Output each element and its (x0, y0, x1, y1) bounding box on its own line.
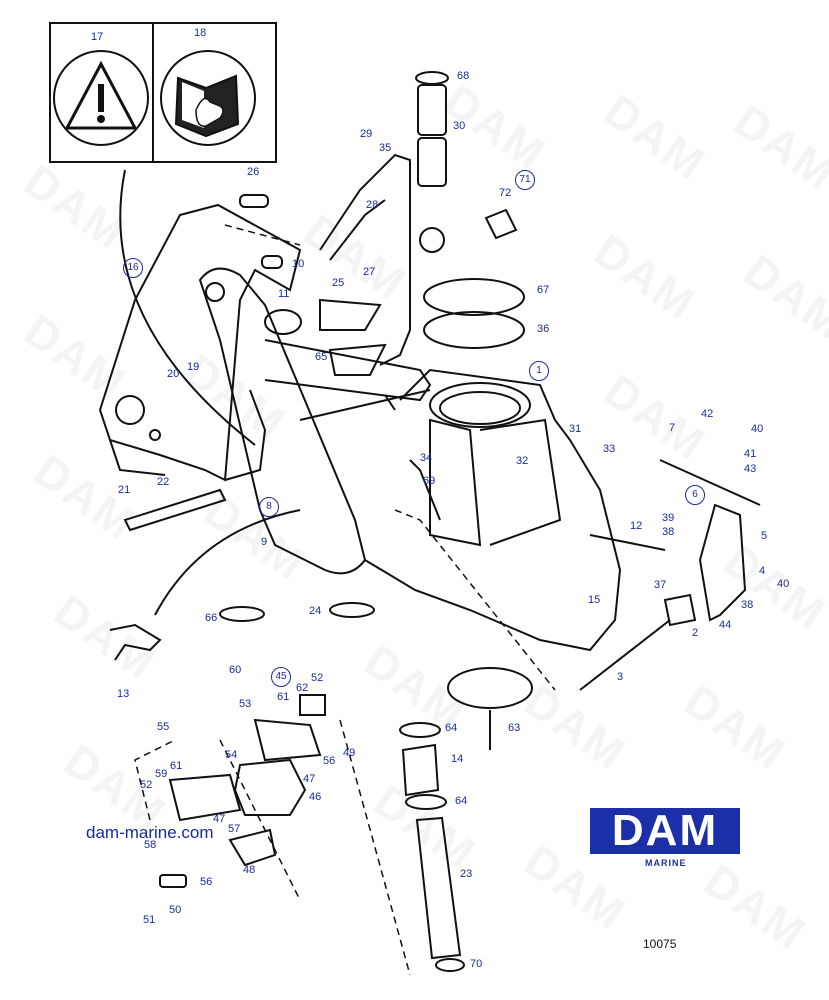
callout: 27 (363, 266, 376, 278)
callout: 37 (654, 579, 667, 591)
callout: 60 (229, 664, 242, 676)
callout: 10 (292, 258, 305, 270)
callout: 52 (140, 779, 153, 791)
callout: 55 (157, 721, 170, 733)
callout: 62 (296, 682, 309, 694)
callout: 23 (460, 868, 473, 880)
callout: 67 (537, 284, 550, 296)
callout: 43 (744, 463, 757, 475)
callout: 56 (323, 755, 336, 767)
callout: 42 (701, 408, 714, 420)
callout: 64 (455, 795, 468, 807)
callout: 20 (167, 368, 180, 380)
callout: 66 (205, 612, 218, 624)
callout: 44 (719, 619, 732, 631)
callout: 25 (332, 277, 345, 289)
callout: 47 (303, 773, 316, 785)
manual-book-icon (160, 50, 256, 146)
callout: 49 (343, 747, 356, 759)
callout: 2 (692, 627, 699, 639)
callout: 63 (508, 722, 521, 734)
callout: 15 (588, 594, 601, 606)
callout: 29 (360, 128, 373, 140)
callout: 56 (200, 876, 213, 888)
callout: 9 (261, 536, 268, 548)
warning-triangle-icon (53, 50, 149, 146)
callout: 57 (228, 823, 241, 835)
callout: 36 (537, 323, 550, 335)
callout: 71 (515, 170, 535, 190)
callout: 22 (157, 476, 170, 488)
callout: 35 (379, 142, 392, 154)
callout: 19 (187, 361, 200, 373)
callout: 14 (451, 753, 464, 765)
callout: 32 (516, 455, 529, 467)
callout: 54 (225, 749, 238, 761)
callout: 61 (277, 691, 290, 703)
callout: 46 (309, 791, 322, 803)
callout: 24 (309, 605, 322, 617)
callout: 8 (259, 497, 279, 517)
callout: 34 (420, 452, 433, 464)
dam-logo: DAM (590, 808, 740, 854)
callout: 31 (569, 423, 582, 435)
callout: 38 (741, 599, 754, 611)
callout: 65 (315, 351, 328, 363)
callout: 12 (630, 520, 643, 532)
info-panel-frame (49, 22, 277, 163)
callout: 1 (529, 361, 549, 381)
callout: 72 (499, 187, 512, 199)
callout: 30 (453, 120, 466, 132)
callout: 40 (751, 423, 764, 435)
callout: 5 (761, 530, 768, 542)
callout: 70 (470, 958, 483, 970)
callout: 69 (423, 475, 436, 487)
callout: 33 (603, 443, 616, 455)
callout: 39 (662, 512, 675, 524)
callout: 64 (445, 722, 458, 734)
website-link[interactable]: dam-marine.com (86, 823, 214, 842)
callout: 26 (247, 166, 260, 178)
callout: 50 (169, 904, 182, 916)
callout: 6 (685, 485, 705, 505)
callout: 61 (170, 760, 183, 772)
callout: 16 (123, 258, 143, 278)
callout: 4 (759, 565, 766, 577)
callout: 38 (662, 526, 675, 538)
callout: 47 (213, 813, 226, 825)
dam-logo-subtitle: MARINE (645, 858, 687, 868)
figure-number: 10075 (643, 937, 677, 951)
callout: 21 (118, 484, 131, 496)
callout: 52 (311, 672, 324, 684)
callout: 51 (143, 914, 156, 926)
callout: 11 (278, 288, 290, 300)
callout: 68 (457, 70, 470, 82)
callout: 58 (144, 839, 157, 851)
callout: 40 (777, 578, 790, 590)
callout: 28 (366, 199, 379, 211)
callout: 3 (617, 671, 624, 683)
callout: 7 (669, 422, 676, 434)
callout: 41 (744, 448, 757, 460)
callout: 48 (243, 864, 256, 876)
callout: 45 (271, 667, 291, 687)
panel-number-warning: 17 (91, 31, 104, 43)
callout: 13 (117, 688, 130, 700)
callout: 53 (239, 698, 252, 710)
callout: 59 (155, 768, 168, 780)
panel-number-manual: 18 (194, 27, 207, 39)
